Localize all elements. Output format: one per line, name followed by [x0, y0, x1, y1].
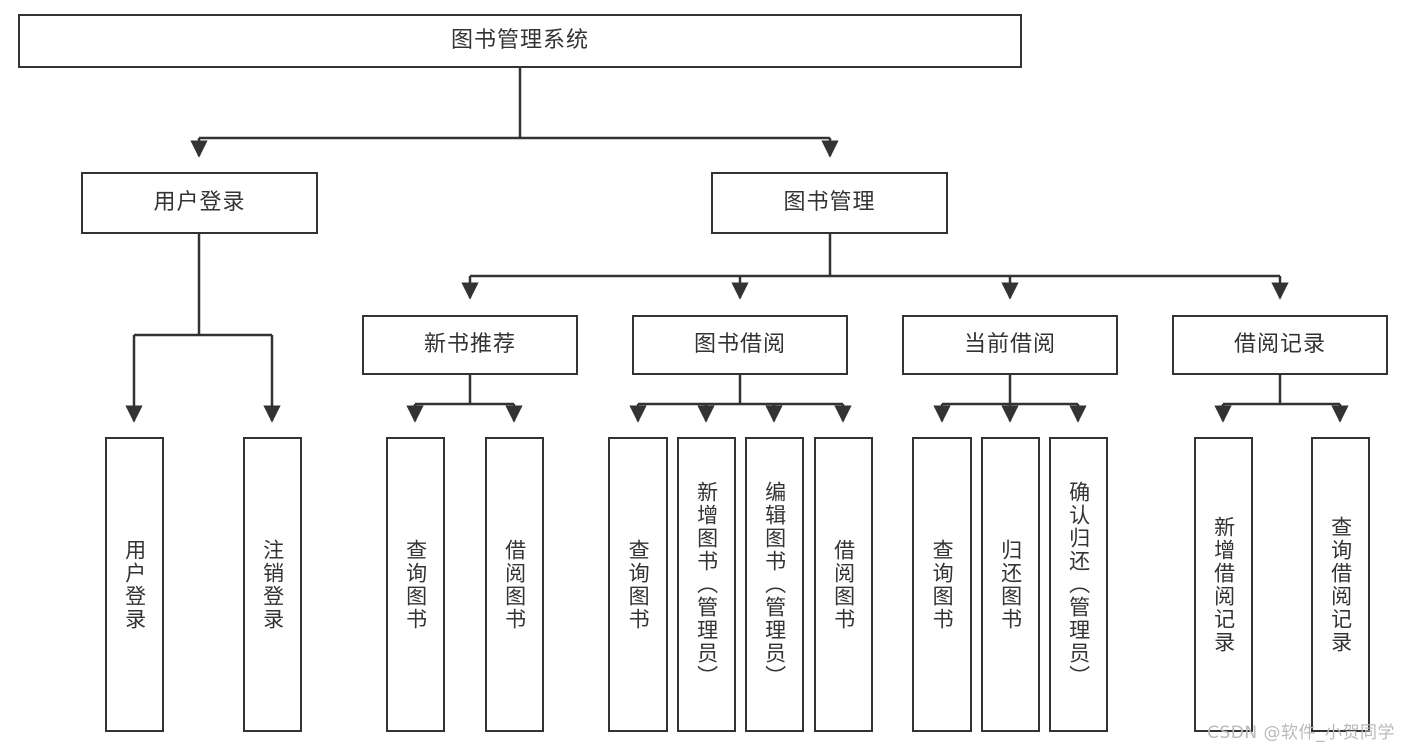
node-root-system[interactable]: 图书管理系统	[18, 14, 1022, 68]
node-label: 注销登录	[260, 538, 285, 631]
node-user-login[interactable]: 用户登录	[81, 172, 318, 234]
node-label: 图书管理	[783, 189, 876, 215]
node-new-book-recommend[interactable]: 新书推荐	[362, 315, 578, 375]
leaf-current-borrow-return[interactable]: 归还图书	[981, 437, 1040, 732]
node-label: 查询图书	[403, 538, 428, 631]
leaf-borrow-record-add[interactable]: 新增借阅记录	[1194, 437, 1253, 732]
leaf-borrow-record-query[interactable]: 查询借阅记录	[1311, 437, 1370, 732]
leaf-current-borrow-query[interactable]: 查询图书	[912, 437, 972, 732]
leaf-book-borrow-borrow[interactable]: 借阅图书	[814, 437, 873, 732]
node-current-borrow[interactable]: 当前借阅	[902, 315, 1118, 375]
node-label: 当前借阅	[963, 331, 1056, 357]
node-label: 图书管理系统	[450, 27, 589, 53]
leaf-user-login-logout[interactable]: 注销登录	[243, 437, 302, 732]
leaf-new-book-borrow[interactable]: 借阅图书	[485, 437, 544, 732]
node-borrow-record[interactable]: 借阅记录	[1172, 315, 1388, 375]
node-label: 归还图书	[998, 538, 1023, 631]
node-label: 新书推荐	[423, 331, 516, 357]
node-label: 借阅图书	[831, 538, 856, 631]
leaf-book-borrow-add[interactable]: 新增图书（管理员）	[677, 437, 736, 732]
node-book-management[interactable]: 图书管理	[711, 172, 948, 234]
node-label: 用户登录	[122, 538, 147, 631]
node-label: 图书借阅	[693, 331, 786, 357]
leaf-book-borrow-query[interactable]: 查询图书	[608, 437, 668, 732]
leaf-user-login-login[interactable]: 用户登录	[105, 437, 164, 732]
node-label: 确认归还（管理员）	[1066, 481, 1091, 688]
node-label: 查询借阅记录	[1328, 515, 1353, 654]
node-label: 查询图书	[930, 538, 955, 631]
node-label: 编辑图书（管理员）	[762, 481, 787, 688]
node-label: 新增借阅记录	[1211, 515, 1236, 654]
leaf-current-borrow-confirm-return[interactable]: 确认归还（管理员）	[1049, 437, 1108, 732]
leaf-new-book-query[interactable]: 查询图书	[386, 437, 445, 732]
leaf-book-borrow-edit[interactable]: 编辑图书（管理员）	[745, 437, 804, 732]
node-label: 借阅图书	[502, 538, 527, 631]
node-label: 查询图书	[626, 538, 651, 631]
watermark-text: CSDN @软件_小贺同学	[1207, 723, 1395, 743]
node-label: 用户登录	[153, 189, 246, 215]
node-book-borrow[interactable]: 图书借阅	[632, 315, 848, 375]
node-label: 借阅记录	[1233, 331, 1326, 357]
node-label: 新增图书（管理员）	[694, 481, 719, 688]
